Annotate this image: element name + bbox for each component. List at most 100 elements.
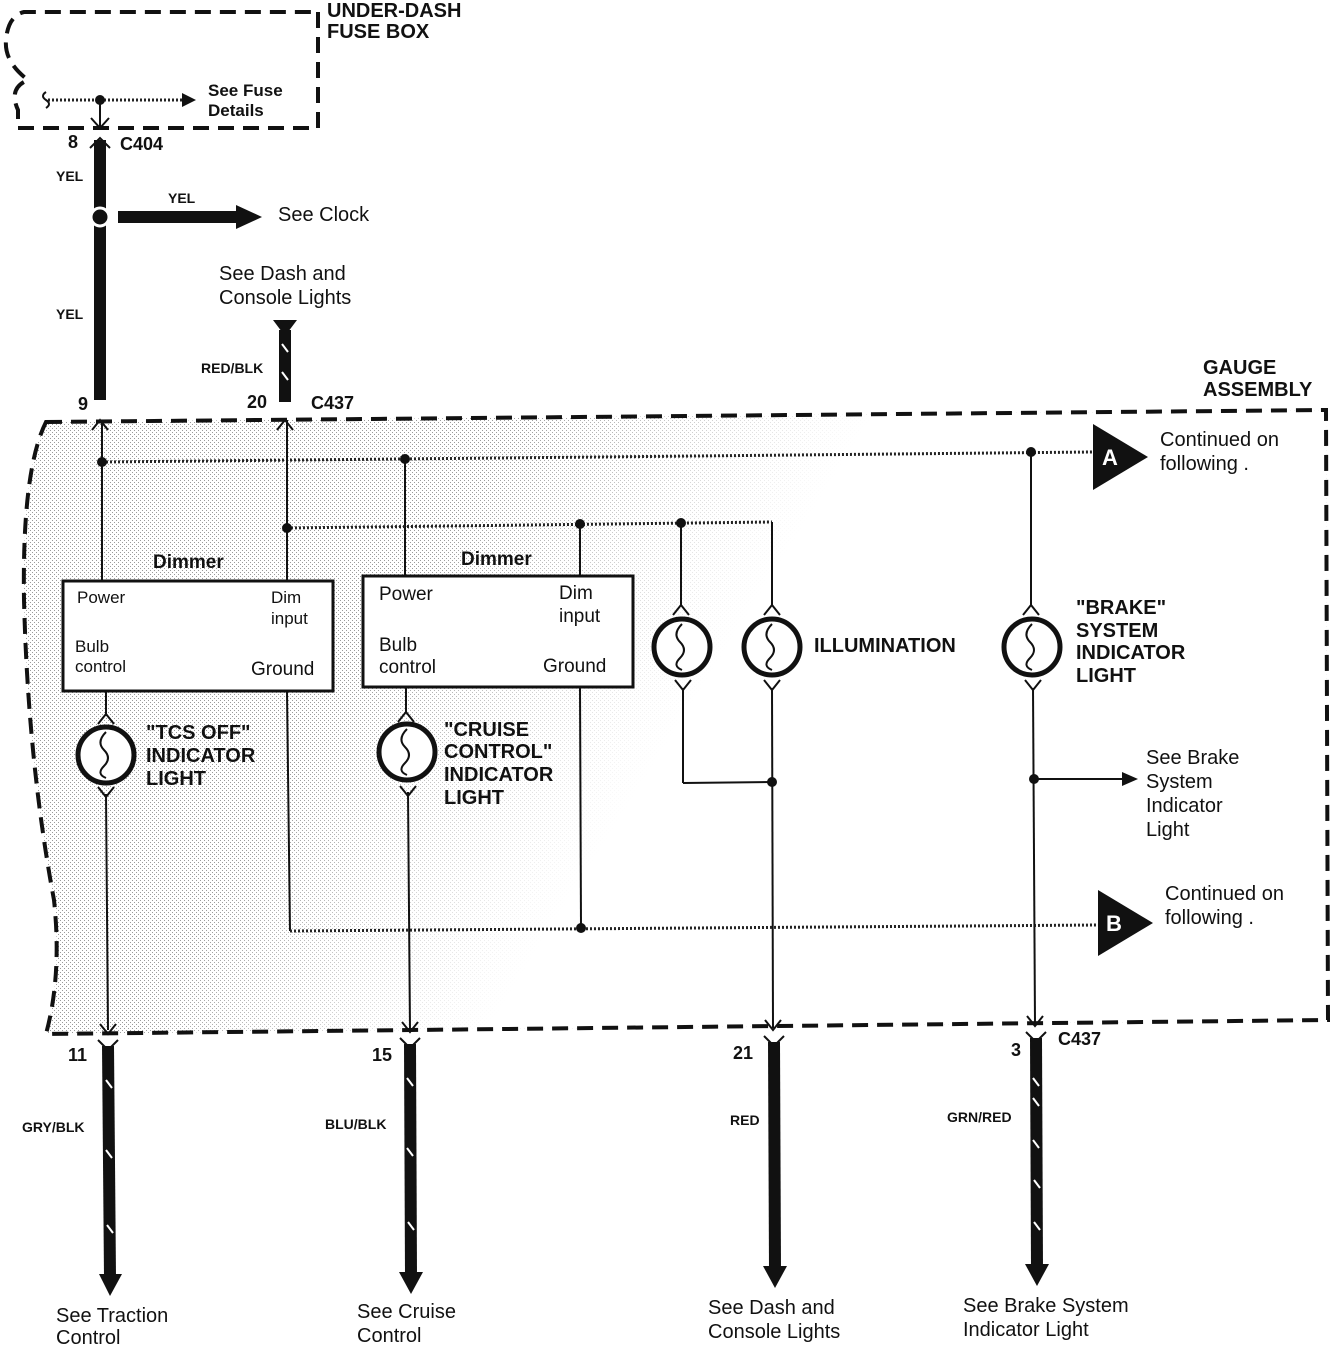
illumination-label: ILLUMINATION xyxy=(814,635,956,657)
dash-ref-label-1: See Dash and xyxy=(219,263,346,285)
light-labels: "TCS OFF" INDICATOR LIGHT "CRUISE CONTRO… xyxy=(146,597,1239,841)
brake-label-1: "BRAKE" xyxy=(1076,597,1166,619)
tcs-label-3: LIGHT xyxy=(146,768,206,790)
blu-blk-label: BLU/BLK xyxy=(325,1116,386,1132)
brake-ref-label-4: Light xyxy=(1146,819,1190,841)
dimmer-left-title: Dimmer xyxy=(153,552,224,573)
continued-b-label-2: following . xyxy=(1165,907,1254,929)
brake-label-4: LIGHT xyxy=(1076,665,1136,687)
brake-label-3: INDICATOR xyxy=(1076,642,1186,664)
cruise-label-4: LIGHT xyxy=(444,787,504,809)
red-blk-label: RED/BLK xyxy=(201,360,263,376)
continued-a-marker xyxy=(1093,424,1148,490)
cruise-bulb xyxy=(376,710,438,798)
dimmer-left-dim-2: input xyxy=(271,609,308,628)
see-fuse-label-1: See Fuse xyxy=(208,81,283,100)
brake-ref-bottom-2: Indicator Light xyxy=(963,1319,1089,1341)
dimmer-right-power: Power xyxy=(379,584,434,605)
gauge-assembly: GAUGE ASSEMBLY xyxy=(21,357,1331,1037)
pin-20-arrow xyxy=(276,418,294,431)
c437-bottom-label: C437 xyxy=(1058,1029,1101,1049)
fuse-details-arrow xyxy=(182,93,196,107)
brake-ref-label-2: System xyxy=(1146,771,1213,793)
brake-ref-label-1: See Brake xyxy=(1146,747,1239,769)
pin-3-label: 3 xyxy=(1011,1040,1021,1060)
dash-ref-label-2: Console Lights xyxy=(219,287,351,309)
pin-21-label: 21 xyxy=(733,1043,753,1063)
dimmer-left: Dimmer Power Dim input Bulb control Grou… xyxy=(61,552,335,693)
illumination-bulb-2 xyxy=(741,603,803,692)
dimmer-left-box xyxy=(61,579,335,693)
dash-ref-bottom-1: See Dash and xyxy=(708,1297,835,1319)
brake-ref-bottom-1: See Brake System xyxy=(963,1295,1129,1317)
c404-connector-label: C404 xyxy=(120,134,163,154)
brake-bulb xyxy=(1001,603,1063,692)
gauge-title-1: GAUGE xyxy=(1203,357,1276,379)
brake-ref-arrow xyxy=(1122,772,1138,786)
pin-20-label: 20 xyxy=(247,392,267,412)
grn-red-label: GRN/RED xyxy=(947,1109,1012,1125)
traction-ref-1: See Traction xyxy=(56,1305,168,1327)
cruise-ref-1: See Cruise xyxy=(357,1301,456,1323)
continued-a-label-1: Continued on xyxy=(1160,429,1279,451)
cruise-label-3: INDICATOR xyxy=(444,764,554,786)
c404-pin-arrow xyxy=(90,117,110,130)
see-clock-label: See Clock xyxy=(278,204,370,226)
dimmer-right-dim-2: input xyxy=(559,606,601,627)
dimmer-right-title: Dimmer xyxy=(461,549,532,570)
cruise-label-1: "CRUISE xyxy=(444,719,529,741)
illumination-bulb-1 xyxy=(651,603,713,692)
dimmer-right-bulb-2: control xyxy=(379,657,436,678)
dimmer-right-ground: Ground xyxy=(543,656,606,677)
yel-label-branch: YEL xyxy=(168,190,196,206)
continued-a-label-2: following . xyxy=(1160,453,1249,475)
c437-top-label: C437 xyxy=(311,393,354,413)
pin-11-label: 11 xyxy=(68,1045,87,1065)
pin-9-arrow xyxy=(91,418,109,431)
continued-b: B Continued on following . xyxy=(1098,883,1284,956)
cruise-arrow xyxy=(399,1272,423,1294)
traction-ref-2: Control xyxy=(56,1327,120,1346)
traction-arrow xyxy=(99,1274,122,1296)
continued-b-marker xyxy=(1098,890,1153,956)
dimmer-right-dim-1: Dim xyxy=(559,583,593,604)
dimmer-left-bulb-2: control xyxy=(75,657,126,676)
continued-b-label-1: Continued on xyxy=(1165,883,1284,905)
red-blk-feed: See Dash and Console Lights RED/BLK 20 C… xyxy=(201,263,354,413)
dash-arrow xyxy=(763,1266,787,1288)
dimmer-right-bulb-1: Bulb xyxy=(379,635,417,656)
brake-arrow xyxy=(1025,1264,1049,1286)
dimmer-left-ground: Ground xyxy=(251,659,314,680)
red-label: RED xyxy=(730,1112,760,1128)
dimmer-left-bulb-1: Bulb xyxy=(75,637,109,656)
cruise-ref-2: Control xyxy=(357,1325,421,1346)
pin-9-label: 9 xyxy=(78,394,88,414)
cruise-label-2: CONTROL" xyxy=(444,741,552,763)
bottom-outputs: 11 15 21 3 C437 GRY/BLK BLU/BLK RED GRN/… xyxy=(22,1015,1129,1346)
tcs-off-bulb xyxy=(75,712,137,799)
dimmer-left-dim-1: Dim xyxy=(271,588,301,607)
fuse-box-title-2: FUSE BOX xyxy=(327,21,430,43)
see-clock-arrow xyxy=(236,205,262,229)
dimmer-right-box xyxy=(361,574,635,689)
c404-pin-number: 8 xyxy=(68,132,78,152)
fuse-box-title-1: UNDER-DASH xyxy=(327,0,461,22)
internal-wiring xyxy=(97,420,1138,1031)
gauge-title-2: ASSEMBLY xyxy=(1203,379,1313,401)
tcs-label-1: "TCS OFF" xyxy=(146,722,251,744)
yel-label-upper: YEL xyxy=(56,168,84,184)
grn-red-wire xyxy=(1030,1037,1043,1269)
under-dash-fuse-box: UNDER-DASH FUSE BOX See Fuse Details 8 C… xyxy=(3,0,461,154)
blu-blk-wire xyxy=(404,1043,417,1277)
continued-a-letter: A xyxy=(1102,445,1118,470)
gry-blk-label: GRY/BLK xyxy=(22,1119,84,1135)
yel-feed: YEL YEL YEL See Clock 9 xyxy=(56,136,370,414)
power-rail xyxy=(101,450,1093,464)
tcs-label-2: INDICATOR xyxy=(146,745,256,767)
dimmer-left-power: Power xyxy=(77,588,126,607)
yel-splice xyxy=(89,206,111,228)
ground-rail xyxy=(289,923,1099,933)
fuse-symbol xyxy=(42,91,50,109)
gry-blk-wire xyxy=(102,1045,116,1279)
